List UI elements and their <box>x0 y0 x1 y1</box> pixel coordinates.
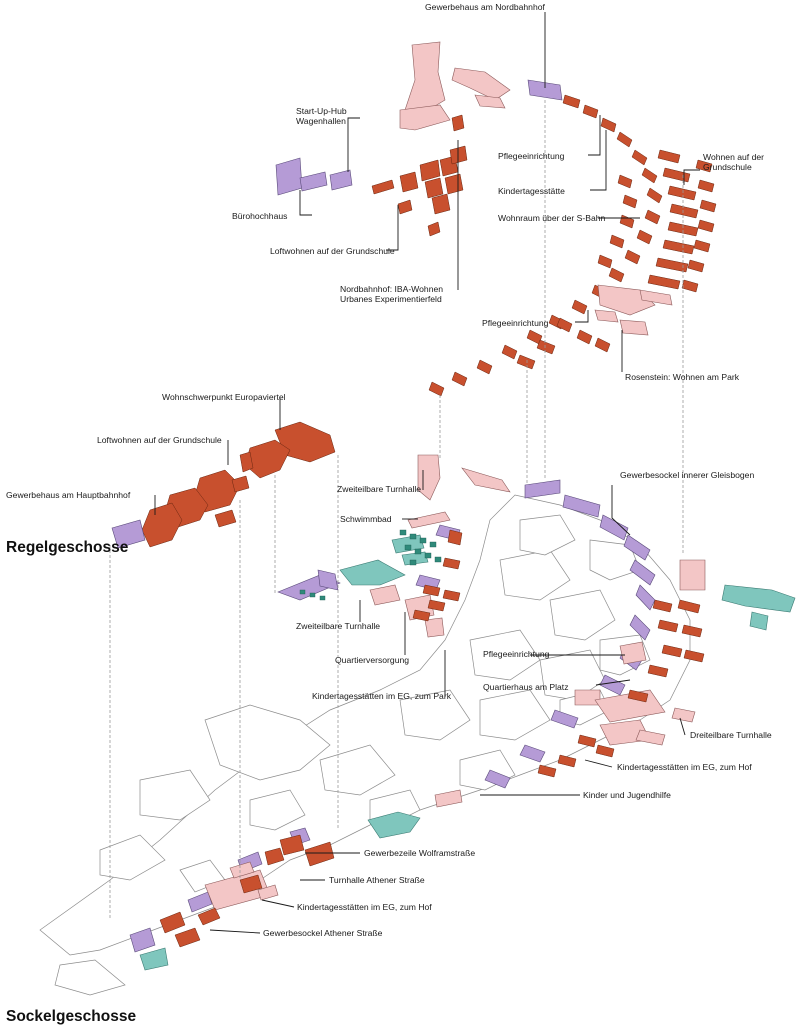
label-zweiteilbare-turnhalle-2: Zweiteilbare Turnhalle <box>296 621 380 631</box>
lower-sports-blocks <box>139 534 796 971</box>
label-schwimmbad: Schwimmbad <box>340 514 392 524</box>
label-buerohochhaus: Bürohochhaus <box>232 211 287 221</box>
label-wohnen-auf-der: Wohnen auf der <box>703 152 764 162</box>
label-kindertagesstaette: Kindertagesstätte <box>498 186 565 196</box>
label-urbanes-experimentierfeld: Urbanes Experimentierfeld <box>340 294 442 304</box>
labels-upper: Gewerbehaus am Nordbahnhof Start-Up-Hub … <box>6 2 764 500</box>
label-gewerbesockel-athener: Gewerbesockel Athener Straße <box>263 928 383 938</box>
label-quartierversorgung: Quartierversorgung <box>335 655 409 665</box>
label-nordbahnhof-iba: Nordbahnhof: IBA-Wohnen <box>340 284 443 294</box>
label-pflegeeinrichtung-3: Pflegeeinrichtung <box>483 649 550 659</box>
label-grundschule: Grundschule <box>703 162 752 172</box>
label-kinder-jugendhilfe: Kinder und Jugendhilfe <box>583 790 671 800</box>
label-gewerbezeile-wolframstrasse: Gewerbezeile Wolframstraße <box>364 848 475 858</box>
label-wohnraum-sbahn: Wohnraum über der S-Bahn <box>498 213 606 223</box>
upper-residential-blocks <box>141 94 717 548</box>
label-pflegeeinrichtung-1: Pflegeeinrichtung <box>498 151 565 161</box>
label-loftwohnen-grundschule-2: Loftwohnen auf der Grundschule <box>97 435 222 445</box>
base-city-outline <box>39 494 691 996</box>
label-start-up-hub: Start-Up-Hub <box>296 106 347 116</box>
label-gewerbehaus-nordbahnhof: Gewerbehaus am Nordbahnhof <box>425 2 546 12</box>
upper-commercial-blocks <box>111 79 563 549</box>
label-dreiteilbare-turnhalle: Dreiteilbare Turnhalle <box>690 730 772 740</box>
label-pflegeeinrichtung-2: Pflegeeinrichtung <box>482 318 549 328</box>
label-kita-hof-2: Kindertagesstätten im EG, zum Hof <box>297 902 432 912</box>
label-wagenhallen: Wagenhallen <box>296 116 346 126</box>
lower-green-cluster <box>299 529 442 601</box>
label-loftwohnen-grundschule-1: Loftwohnen auf der Grundschule <box>270 246 395 256</box>
lower-commercial-blocks <box>129 479 656 953</box>
projection-lines <box>109 100 684 920</box>
label-rosenstein: Rosenstein: Wohnen am Park <box>625 372 740 382</box>
section-label-sockelgeschosse: Sockelgeschosse <box>6 1008 136 1025</box>
label-zweiteilbare-turnhalle-1: Zweiteilbare Turnhalle <box>337 484 421 494</box>
section-label-regelgeschosse: Regelgeschosse <box>6 539 129 556</box>
label-wohnschwerpunkt: Wohnschwerpunkt Europaviertel <box>162 392 286 402</box>
upper-social-blocks <box>399 41 673 336</box>
labels-lower: Zweiteilbare Turnhalle Gewerbesockel inn… <box>263 470 772 938</box>
label-kita-park: Kindertagesstätten im EG, zum Park <box>312 691 452 701</box>
label-gewerbehaus-hauptbahnhof: Gewerbehaus am Hauptbahnhof <box>6 490 131 500</box>
label-turnhalle-athener: Turnhalle Athener Straße <box>329 875 425 885</box>
label-kita-hof-1: Kindertagesstätten im EG, zum Hof <box>617 762 752 772</box>
label-quartierhaus: Quartierhaus am Platz <box>483 682 569 692</box>
label-gewerbesockel-gleisbogen: Gewerbesockel innerer Gleisbogen <box>620 470 754 480</box>
lower-residential-blocks <box>159 529 705 948</box>
leader-lines <box>154 12 700 934</box>
